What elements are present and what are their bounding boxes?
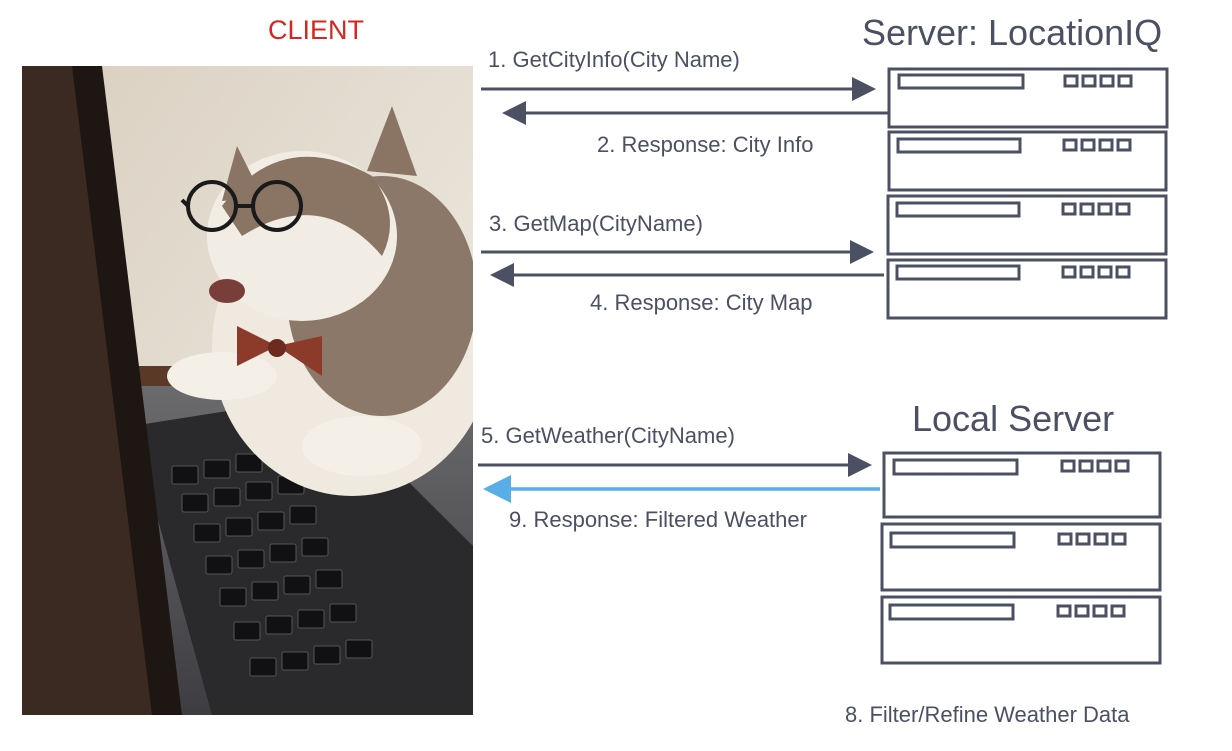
server-rack-local bbox=[880, 451, 1162, 665]
server-unit bbox=[880, 595, 1162, 665]
client-photo bbox=[22, 66, 473, 715]
server-unit bbox=[887, 130, 1168, 192]
server-unit bbox=[886, 258, 1168, 320]
step-2-label: 2. Response: City Info bbox=[597, 132, 814, 157]
server-local-title: Local Server bbox=[912, 398, 1115, 439]
server-unit bbox=[880, 522, 1162, 592]
server-locationiq-title: Server: LocationIQ bbox=[862, 12, 1163, 53]
step-4-label: 4. Response: City Map bbox=[590, 290, 813, 315]
client-title: CLIENT bbox=[268, 15, 365, 45]
step-3-label: 3. GetMap(CityName) bbox=[489, 211, 703, 236]
server-rack-locationiq bbox=[886, 67, 1169, 320]
server-unit bbox=[886, 194, 1168, 256]
server-unit bbox=[887, 67, 1169, 129]
step-5-label: 5. GetWeather(CityName) bbox=[481, 423, 735, 448]
server-unit bbox=[882, 451, 1162, 519]
step-8-label: 8. Filter/Refine Weather Data bbox=[845, 702, 1130, 727]
step-9-label: 9. Response: Filtered Weather bbox=[509, 507, 807, 532]
step-1-label: 1. GetCityInfo(City Name) bbox=[488, 47, 740, 72]
